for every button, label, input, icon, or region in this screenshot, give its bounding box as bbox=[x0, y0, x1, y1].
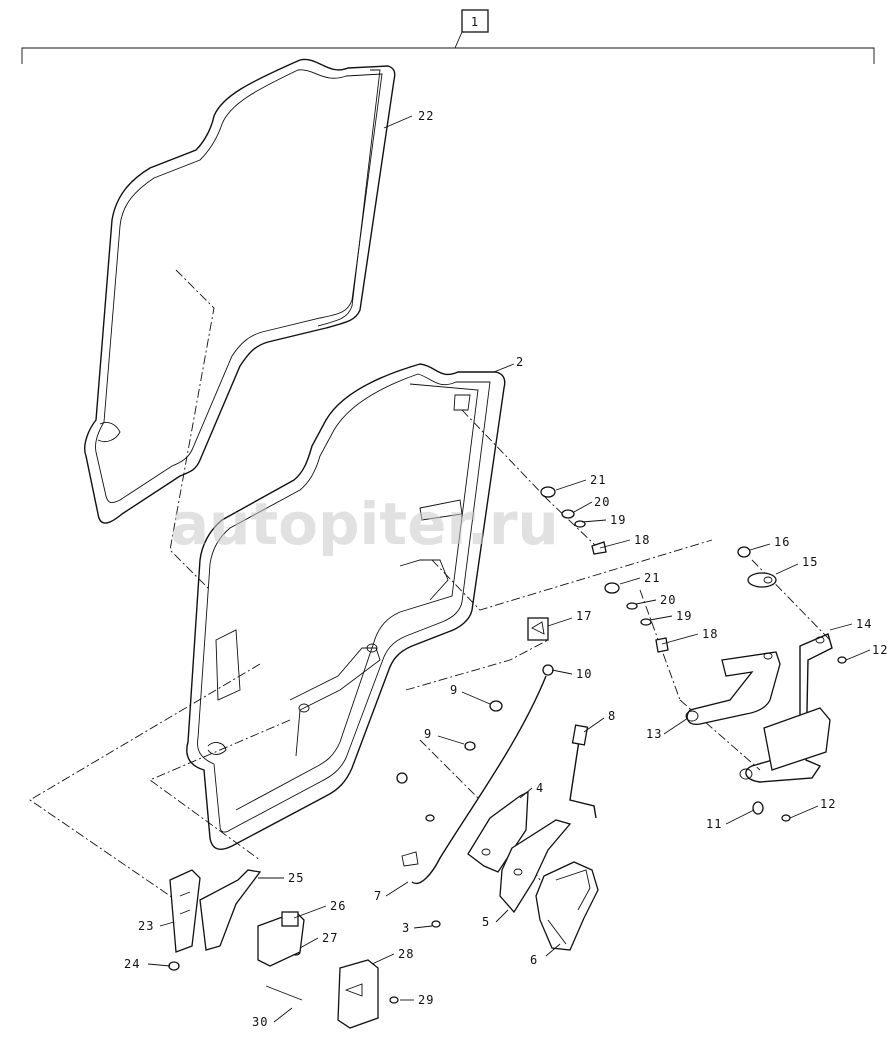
callout-9: 9 bbox=[424, 727, 432, 741]
assembly-label: 1 bbox=[471, 15, 479, 29]
callout-19: 19 bbox=[676, 609, 692, 623]
door-frame[interactable] bbox=[186, 363, 506, 850]
callout-11: 11 bbox=[706, 817, 722, 831]
callout-26: 26 bbox=[330, 899, 346, 913]
callout-12: 12 bbox=[872, 643, 888, 657]
hardware-fasteners bbox=[168, 486, 847, 1004]
callout-labels: 22 2 21 20 19 18 16 15 21 20 19 18 17 14… bbox=[124, 109, 888, 1029]
callout-13: 13 bbox=[646, 727, 662, 741]
callout-6: 6 bbox=[530, 953, 538, 967]
handle-rod[interactable] bbox=[569, 724, 597, 819]
latch-brackets[interactable] bbox=[467, 790, 572, 914]
callout-leaders bbox=[147, 115, 871, 1023]
callout-12: 12 bbox=[820, 797, 836, 811]
callout-18: 18 bbox=[634, 533, 650, 547]
callout-24: 24 bbox=[124, 957, 140, 971]
callout-30: 30 bbox=[252, 1015, 268, 1029]
assembly-leader-lines bbox=[29, 269, 831, 901]
assembly-label-box bbox=[461, 9, 489, 33]
callout-21: 21 bbox=[644, 571, 660, 585]
callout-23: 23 bbox=[138, 919, 154, 933]
callout-10: 10 bbox=[576, 667, 592, 681]
callout-27: 27 bbox=[322, 931, 338, 945]
lower-latch-parts[interactable] bbox=[169, 869, 379, 1029]
callout-4: 4 bbox=[536, 781, 544, 795]
callout-7: 7 bbox=[374, 889, 382, 903]
callout-25: 25 bbox=[288, 871, 304, 885]
callout-8: 8 bbox=[608, 709, 616, 723]
latch-lever[interactable] bbox=[739, 633, 833, 783]
callout-18: 18 bbox=[702, 627, 718, 641]
callout-15: 15 bbox=[802, 555, 818, 569]
watermark: autopiter.ru bbox=[170, 490, 559, 558]
callout-14: 14 bbox=[856, 617, 872, 631]
callout-28: 28 bbox=[398, 947, 414, 961]
callout-19: 19 bbox=[610, 513, 626, 527]
callout-3: 3 bbox=[402, 921, 410, 935]
callout-21: 21 bbox=[590, 473, 606, 487]
linkage-arm[interactable] bbox=[685, 651, 781, 725]
callout-17: 17 bbox=[576, 609, 592, 623]
callout-20: 20 bbox=[660, 593, 676, 607]
release-rod[interactable] bbox=[401, 675, 547, 885]
callout-5: 5 bbox=[482, 915, 490, 929]
callout-9: 9 bbox=[450, 683, 458, 697]
callout-29: 29 bbox=[418, 993, 434, 1007]
latch-housing[interactable] bbox=[535, 861, 599, 951]
callout-22: 22 bbox=[418, 109, 434, 123]
callout-20: 20 bbox=[594, 495, 610, 509]
callout-16: 16 bbox=[774, 535, 790, 549]
callout-2: 2 bbox=[516, 355, 524, 369]
door-glass[interactable] bbox=[84, 58, 396, 524]
assembly-bracket: 1 bbox=[21, 9, 875, 64]
